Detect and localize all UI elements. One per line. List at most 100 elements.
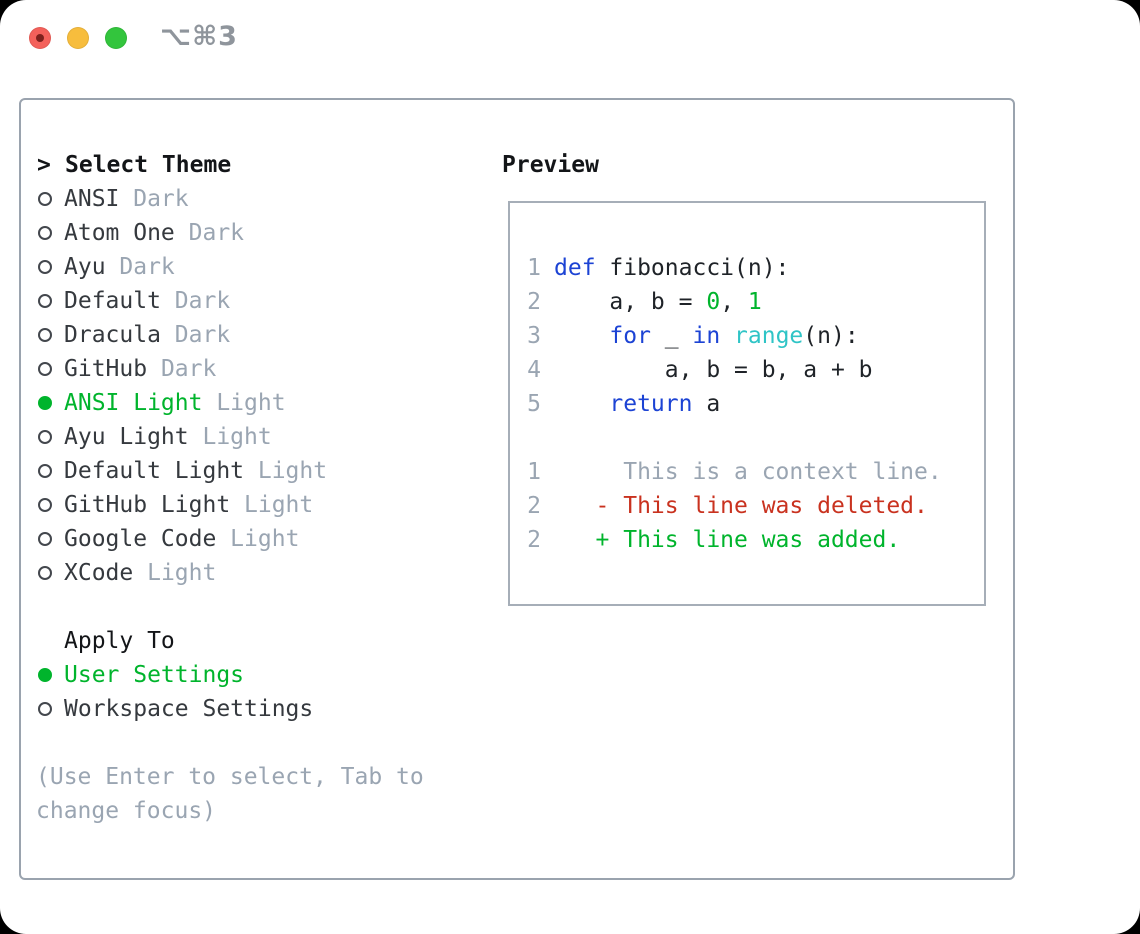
preview-title: Preview — [502, 152, 599, 178]
code-token: def — [554, 255, 596, 281]
theme-option-github-light-light[interactable]: GitHub Light Light — [36, 488, 481, 522]
theme-variant: Dark — [160, 288, 231, 314]
radio-icon — [38, 532, 52, 546]
radio-marker — [36, 668, 64, 682]
code-token: , — [720, 289, 748, 315]
diff-deleted-line: 2 - This line was deleted. — [527, 489, 984, 523]
code-blank-line — [527, 421, 984, 455]
help-hint: (Use Enter to select, Tab to change focu… — [36, 764, 424, 824]
window-controls — [29, 27, 127, 49]
theme-variant: Dark — [119, 186, 189, 212]
code-token: a, b = b, a + b — [554, 357, 873, 383]
zoom-button[interactable] — [105, 27, 127, 49]
radio-icon — [38, 498, 52, 512]
radio-icon — [38, 226, 52, 240]
code-token — [554, 323, 609, 349]
radio-marker — [36, 498, 64, 512]
theme-name: ANSI Light — [64, 390, 203, 416]
code-token: + This line was added. — [554, 527, 901, 553]
radio-selected-icon — [38, 668, 52, 682]
theme-name: Default Light — [64, 458, 245, 484]
radio-icon — [38, 260, 52, 274]
theme-name: Ayu — [64, 254, 106, 280]
radio-icon — [38, 464, 52, 478]
window-shortcut-label: ⌥⌘3 — [160, 21, 238, 52]
radio-selected-icon — [38, 396, 52, 410]
theme-variant: Dark — [160, 322, 231, 348]
theme-option-ansi-light-light[interactable]: ANSI Light Light — [36, 386, 481, 420]
theme-option-github-dark[interactable]: GitHub Dark — [36, 352, 481, 386]
line-number: 1 — [527, 255, 541, 281]
code-token: This is a context line. — [554, 459, 942, 485]
theme-option-dracula-dark[interactable]: Dracula Dark — [36, 318, 481, 352]
theme-option-atom-one-dark[interactable]: Atom One Dark — [36, 216, 481, 250]
radio-icon — [38, 362, 52, 376]
minimize-button[interactable] — [67, 27, 89, 49]
code-token: return — [609, 391, 693, 417]
apply-to-title: Apply To — [64, 628, 175, 654]
code-line: 2 a, b = 0, 1 — [527, 285, 984, 319]
close-button[interactable] — [29, 27, 51, 49]
theme-name: ANSI — [64, 186, 120, 212]
theme-list-header: > Select Theme — [36, 148, 481, 182]
code-token: a — [692, 391, 721, 417]
theme-variant: Dark — [147, 356, 217, 382]
theme-option-ayu-light-light[interactable]: Ayu Light Light — [36, 420, 481, 454]
radio-marker — [36, 328, 64, 342]
theme-name: Google Code — [64, 526, 217, 552]
theme-option-google-code-light[interactable]: Google Code Light — [36, 522, 481, 556]
radio-icon — [38, 192, 52, 206]
focus-caret-icon: > — [37, 152, 51, 178]
line-number: 5 — [527, 391, 541, 417]
apply-option-label: Workspace Settings — [64, 696, 314, 722]
radio-marker — [36, 362, 64, 376]
radio-icon — [38, 328, 52, 342]
theme-name: GitHub Light — [64, 492, 231, 518]
theme-name: Ayu Light — [64, 424, 189, 450]
line-number: 1 — [527, 459, 541, 485]
code-token: for — [609, 323, 651, 349]
theme-variant: Light — [133, 560, 217, 586]
radio-marker — [36, 532, 64, 546]
radio-icon — [38, 294, 52, 308]
theme-name: XCode — [64, 560, 134, 586]
apply-to-header: Apply To — [36, 624, 481, 658]
code-token: range — [734, 323, 804, 349]
theme-option-ansi-dark[interactable]: ANSI Dark — [36, 182, 481, 216]
radio-marker — [36, 566, 64, 580]
radio-marker — [36, 464, 64, 478]
apply-option-workspace-settings[interactable]: Workspace Settings — [36, 692, 481, 726]
code-token: fibonacci(n): — [595, 255, 790, 281]
radio-icon — [38, 566, 52, 580]
code-token: 1 — [747, 289, 762, 315]
code-token: 0 — [706, 289, 721, 315]
theme-option-default-light-light[interactable]: Default Light Light — [36, 454, 481, 488]
code-token — [554, 391, 609, 417]
code-line: 1 def fibonacci(n): — [527, 251, 984, 285]
line-number: 2 — [527, 493, 541, 519]
apply-option-user-settings[interactable]: User Settings — [36, 658, 481, 692]
radio-marker — [36, 396, 64, 410]
theme-option-default-dark[interactable]: Default Dark — [36, 284, 481, 318]
theme-variant: Light — [202, 390, 286, 416]
theme-name: Default — [64, 288, 161, 314]
apply-option-label: User Settings — [64, 662, 245, 688]
theme-variant: Dark — [105, 254, 175, 280]
radio-marker — [36, 294, 64, 308]
line-number: 2 — [527, 289, 541, 315]
theme-option-xcode-light[interactable]: XCode Light — [36, 556, 481, 590]
code-token: (n): — [803, 323, 859, 349]
theme-variant: Light — [188, 424, 272, 450]
theme-list-title: Select Theme — [65, 152, 232, 178]
line-number: 2 — [527, 527, 541, 553]
spacer — [36, 726, 481, 760]
code-token: _ — [650, 323, 693, 349]
theme-variant: Light — [230, 492, 314, 518]
code-token — [720, 323, 734, 349]
line-number: 3 — [527, 323, 541, 349]
theme-option-ayu-dark[interactable]: Ayu Dark — [36, 250, 481, 284]
